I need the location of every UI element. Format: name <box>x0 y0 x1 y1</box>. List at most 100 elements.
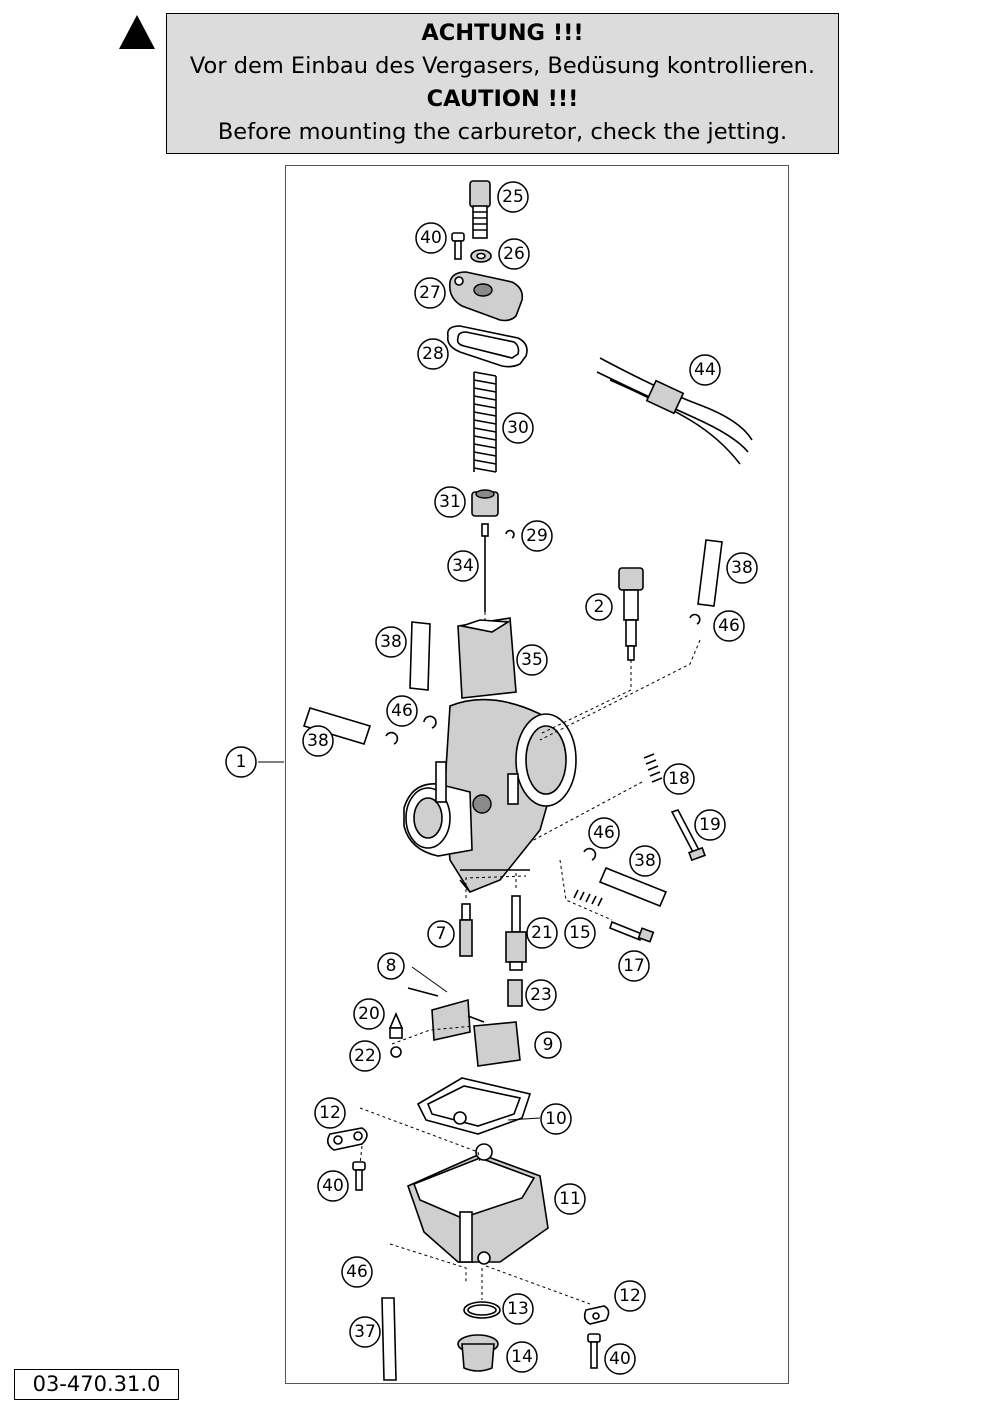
svg-text:23: 23 <box>530 985 552 1005</box>
callout-10: 10 <box>540 1103 572 1135</box>
diagram-frame <box>285 165 789 1384</box>
callout-40-mid: 40 <box>317 1170 349 1202</box>
svg-text:37: 37 <box>354 1322 376 1342</box>
svg-text:25: 25 <box>502 187 524 207</box>
callout-40-bottom: 40 <box>604 1343 636 1375</box>
callout-23: 23 <box>525 979 557 1011</box>
callout-46-right-top: 46 <box>713 610 745 642</box>
callout-22: 22 <box>349 1040 381 1072</box>
part-needle-jet <box>505 895 527 971</box>
part-overflow-hose <box>381 1297 397 1381</box>
callout-15: 15 <box>564 917 596 949</box>
callout-1: 1 <box>225 746 257 778</box>
part-spring-15 <box>573 889 603 907</box>
svg-text:30: 30 <box>507 418 529 438</box>
svg-text:14: 14 <box>511 1347 533 1367</box>
part-hose-right <box>598 866 668 908</box>
callout-35: 35 <box>516 644 548 676</box>
part-top-cover <box>448 271 524 322</box>
part-spring <box>473 371 497 473</box>
callout-9: 9 <box>534 1031 562 1059</box>
part-hose-top-right <box>697 539 723 607</box>
svg-text:21: 21 <box>531 923 553 943</box>
part-float <box>431 998 521 1067</box>
svg-text:1: 1 <box>236 752 247 772</box>
callout-26: 26 <box>498 238 530 270</box>
svg-text:38: 38 <box>634 851 656 871</box>
callout-29: 29 <box>521 520 553 552</box>
caution-title-en: CAUTION !!! <box>426 86 579 112</box>
callout-11: 11 <box>554 1183 586 1215</box>
part-jet-needle <box>481 523 489 612</box>
callout-13: 13 <box>502 1293 534 1325</box>
svg-text:2: 2 <box>594 597 605 617</box>
part-float-pin <box>407 987 439 997</box>
svg-text:12: 12 <box>319 1103 341 1123</box>
part-choke-plunger <box>618 567 644 661</box>
svg-text:19: 19 <box>699 815 721 835</box>
callout-38-left-lower: 38 <box>302 725 334 757</box>
callout-25: 25 <box>497 181 529 213</box>
part-clip <box>505 529 515 539</box>
callout-38-top-right: 38 <box>726 552 758 584</box>
part-needle-holder <box>471 489 499 517</box>
callout-34: 34 <box>447 550 479 582</box>
part-main-jet <box>507 979 523 1007</box>
svg-text:18: 18 <box>668 769 690 789</box>
svg-text:38: 38 <box>731 558 753 578</box>
caution-text-en: Before mounting the carburetor, check th… <box>217 119 788 145</box>
callout-20: 20 <box>353 998 385 1030</box>
part-hose-left <box>409 621 431 691</box>
svg-text:10: 10 <box>545 1109 567 1129</box>
callout-12-left: 12 <box>314 1097 346 1129</box>
svg-text:7: 7 <box>436 924 447 944</box>
part-code-label: 03-470.31.0 <box>14 1369 179 1400</box>
svg-text:38: 38 <box>307 731 329 751</box>
part-cover-gasket <box>446 325 528 368</box>
svg-text:22: 22 <box>354 1046 376 1066</box>
svg-text:29: 29 <box>526 526 548 546</box>
svg-text:17: 17 <box>623 956 645 976</box>
svg-text:27: 27 <box>419 283 441 303</box>
callout-46-left: 46 <box>386 695 418 727</box>
svg-text:46: 46 <box>593 823 615 843</box>
part-cable <box>596 357 753 465</box>
callout-8: 8 <box>377 952 405 980</box>
svg-text:9: 9 <box>543 1035 554 1055</box>
callout-46-bottom: 46 <box>341 1256 373 1288</box>
part-drain-plug <box>457 1334 499 1372</box>
part-clip-right <box>583 613 701 861</box>
svg-text:20: 20 <box>358 1004 380 1024</box>
svg-text:31: 31 <box>439 492 461 512</box>
part-clip-22 <box>390 1046 402 1058</box>
callout-38-right: 38 <box>629 845 661 877</box>
part-clip-left <box>385 715 437 745</box>
part-carburetor-body <box>403 698 577 893</box>
callout-12-right: 12 <box>614 1280 646 1312</box>
callout-31: 31 <box>434 486 466 518</box>
callout-7: 7 <box>427 920 455 948</box>
part-slide <box>457 617 517 699</box>
svg-text:8: 8 <box>386 956 397 976</box>
svg-text:35: 35 <box>521 650 543 670</box>
callout-40-top: 40 <box>415 222 447 254</box>
caution-text-de: Vor dem Einbau des Vergasers, Bedüsung k… <box>189 53 816 79</box>
part-hose-left-horizontal <box>302 707 372 745</box>
callout-46-right: 46 <box>588 817 620 849</box>
caution-notice: ACHTUNG !!! Vor dem Einbau des Vergasers… <box>166 13 839 154</box>
callout-30: 30 <box>502 412 534 444</box>
svg-text:12: 12 <box>619 1286 641 1306</box>
part-nut <box>470 249 492 263</box>
callout-44: 44 <box>689 354 721 386</box>
part-o-ring <box>463 1301 501 1319</box>
part-pilot-jet <box>459 903 473 957</box>
callout-27: 27 <box>414 277 446 309</box>
part-float-bowl-gasket <box>416 1077 532 1135</box>
callout-38-left: 38 <box>375 626 407 658</box>
callout-labels: 1 2 7 8 9 10 11 12 12 13 14 15 17 18 19 … <box>225 181 758 1375</box>
svg-text:44: 44 <box>694 360 716 380</box>
part-spring-18 <box>643 753 663 783</box>
callout-18: 18 <box>663 763 695 795</box>
assembly-lines <box>258 564 701 1305</box>
